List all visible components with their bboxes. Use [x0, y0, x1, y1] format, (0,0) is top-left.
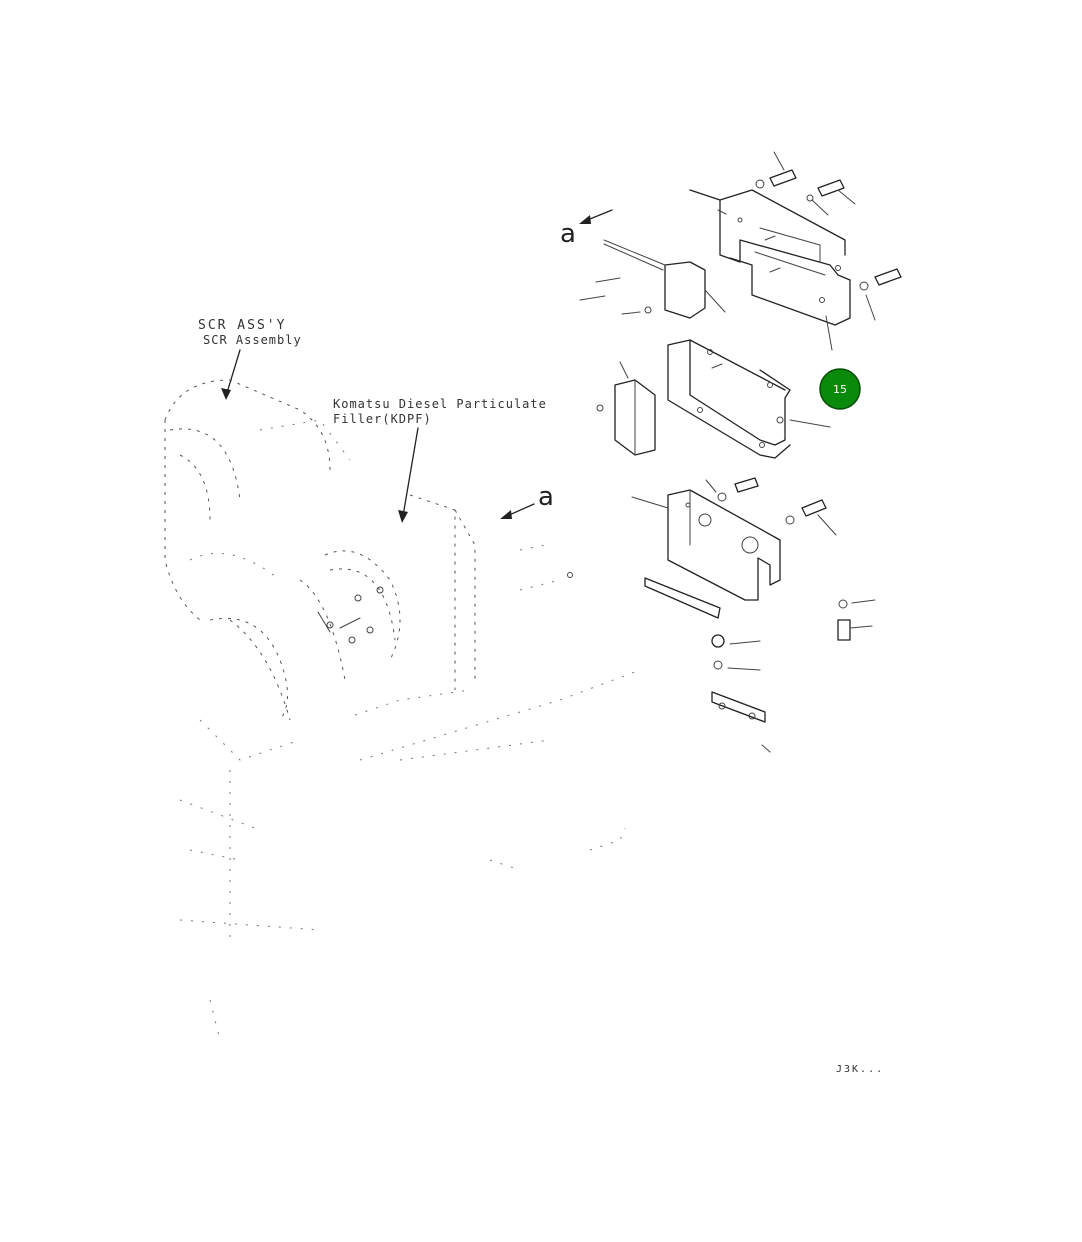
engine-frame: [179, 544, 641, 1041]
view-a-top-letter: a: [560, 219, 576, 249]
kdpf-arrow-head: [398, 510, 408, 523]
kdpf-leader-line: [402, 427, 419, 517]
scr-arrow-head: [221, 388, 231, 400]
callout-15[interactable]: 15: [819, 368, 861, 410]
kdpf-label-line1: Komatsu Diesel Particulate: [333, 397, 547, 411]
scr-assembly-body: [164, 379, 351, 621]
drawing-code: J3K...: [836, 1064, 884, 1075]
view-a-top-arrow-head: [579, 215, 591, 224]
scr-label-line2: SCR Assembly: [203, 333, 302, 347]
view-a-mid-arrow-head: [500, 510, 512, 519]
callout-15-badge[interactable]: [819, 368, 861, 410]
kdpf-label-line2: Filler(KDPF): [333, 412, 432, 426]
view-a-mid-letter: a: [538, 482, 554, 512]
upper-bracket: [689, 189, 851, 326]
kdpf-body: [299, 494, 476, 716]
scr-leader-line: [225, 349, 241, 397]
scr-assembly-label: SCR ASS'Y SCR Assembly: [198, 318, 302, 400]
kdpf-label: Komatsu Diesel Particulate Filler(KDPF): [333, 397, 547, 523]
middle-bracket: [667, 339, 831, 459]
view-a-mid-marker: a: [500, 482, 554, 519]
filter-cover-plate: [579, 239, 726, 319]
small-hardware: [711, 599, 876, 753]
callout-15-number: 15: [833, 383, 847, 396]
upper-bolts: [755, 151, 902, 351]
side-pad: [596, 361, 656, 456]
view-a-top-marker: a: [560, 209, 613, 249]
view-a-mid-arrow-line: [506, 503, 535, 517]
strip-rod: [644, 577, 721, 619]
scr-label-line1: SCR ASS'Y: [198, 318, 286, 333]
lower-bracket: [631, 477, 837, 601]
